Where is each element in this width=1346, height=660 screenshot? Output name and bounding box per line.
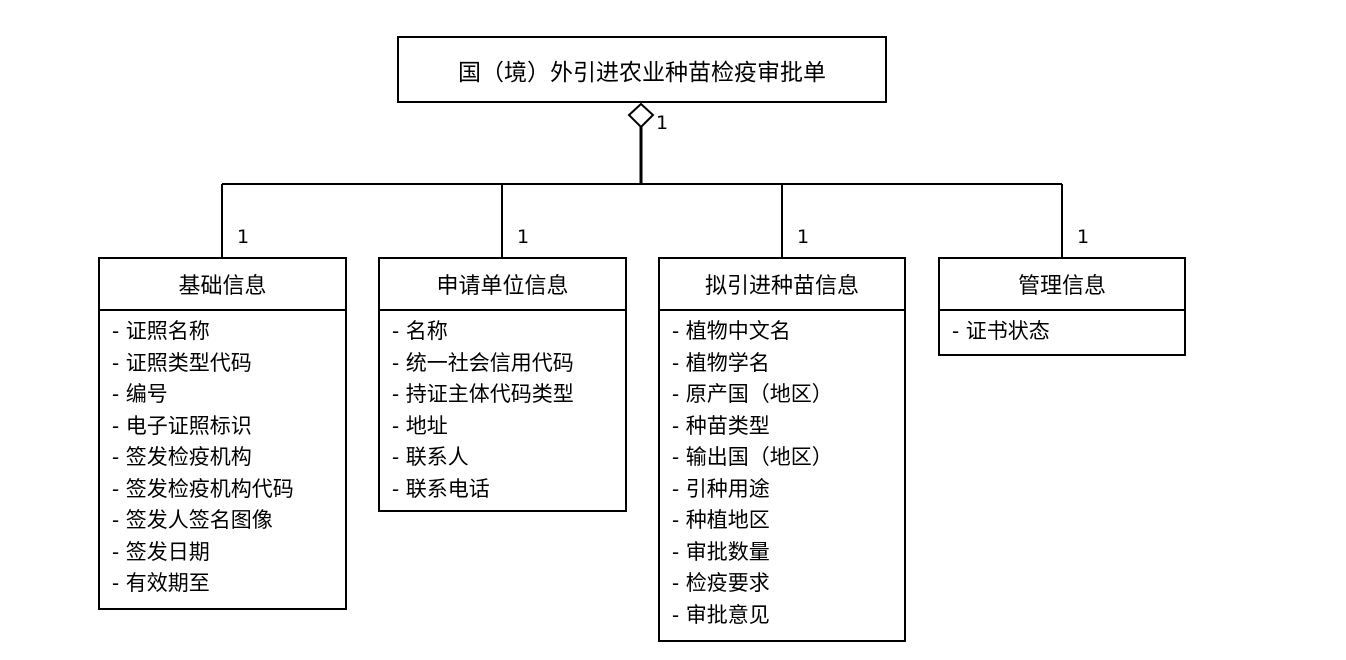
multiplicity-1: 1 xyxy=(517,226,530,248)
attribute-item: - 联系电话 xyxy=(392,476,490,501)
attribute-item: - 审批数量 xyxy=(672,539,770,564)
attribute-list: - 证书状态 xyxy=(940,311,1184,348)
attribute-item: - 签发检疫机构代码 xyxy=(112,476,294,501)
class-title: 拟引进种苗信息 xyxy=(660,259,904,311)
attribute-item: - 检疫要求 xyxy=(672,571,770,595)
attribute-item: - 统一社会信用代码 xyxy=(392,350,574,375)
class-box-applicant-info: 申请单位信息 - 名称 - 统一社会信用代码 - 持证主体代码类型 - 地址 - 联系人… xyxy=(378,257,627,512)
attribute-list: - 名称 - 统一社会信用代码 - 持证主体代码类型 - 地址 - 联系人 - 联系电话 xyxy=(380,311,625,505)
class-box-seedling-info: 拟引进种苗信息 - 植物中文名 - 植物学名 - 原产国（地区） - 种苗类型 - 输出… xyxy=(658,257,906,642)
class-title: 管理信息 xyxy=(940,259,1184,311)
class-box-basic-info: 基础信息 - 证照名称- 证照类型代码- 编号- 电子证照标识- 签发检疫机构-… xyxy=(98,257,347,610)
attribute-list: - 植物中文名 - 植物学名 - 原产国（地区） - 种苗类型 - 输出国（地区） - 引… xyxy=(660,311,904,631)
attribute-item: - 种苗类型 xyxy=(672,413,770,438)
attribute-item: - 电子证照标识 xyxy=(112,413,252,438)
attribute-item: - 原产国（地区） xyxy=(672,382,833,406)
root-multiplicity: 1 xyxy=(656,112,669,134)
attribute-item: - 输出国（地区） xyxy=(672,445,833,469)
attribute-item: - 种植地区 xyxy=(672,508,770,532)
attribute-item: - 持证主体代码类型 xyxy=(392,382,574,406)
class-title: 基础信息 xyxy=(100,259,345,311)
root-class-title: 国（境）外引进农业种苗检疫审批单 xyxy=(458,59,826,86)
attribute-list: - 证照名称 - 证照类型代码 - 编号 - 电子证照标识 - 签发检疫机构 - 签发检疫… xyxy=(100,311,345,600)
attribute-item: - 签发人签名图像 xyxy=(112,508,273,532)
attribute-item: - 编号 xyxy=(112,382,168,406)
multiplicity-3: 1 xyxy=(1077,226,1090,248)
attribute-item: - 联系人 xyxy=(392,445,469,469)
attribute-item: - 引种用途 xyxy=(672,476,770,501)
attribute-item: - 签发检疫机构 xyxy=(112,445,252,469)
root-class-box: 国（境）外引进农业种苗检疫审批单 xyxy=(397,36,887,103)
attribute-item: - 证照类型代码 xyxy=(112,350,252,375)
attribute-item: - 签发日期 xyxy=(112,539,210,564)
multiplicity-2: 1 xyxy=(797,226,810,248)
attribute-item: - 植物中文名 xyxy=(672,319,791,343)
attribute-item: - 地址 xyxy=(392,413,448,438)
attribute-item: - 植物学名 xyxy=(672,350,770,375)
class-title: 申请单位信息 xyxy=(380,259,625,311)
class-box-management-info: 管理信息 - 证书状态 xyxy=(938,257,1186,356)
multiplicity-0: 1 xyxy=(237,226,250,248)
attribute-item: - 证照名称 xyxy=(112,319,210,343)
attribute-item: - 名称 xyxy=(392,319,448,343)
attribute-item: - 审批意见 xyxy=(672,602,770,627)
attribute-item: - 有效期至 xyxy=(112,571,210,595)
aggregation-diamond-icon xyxy=(627,102,655,129)
attribute-item: - 证书状态 xyxy=(952,319,1050,343)
